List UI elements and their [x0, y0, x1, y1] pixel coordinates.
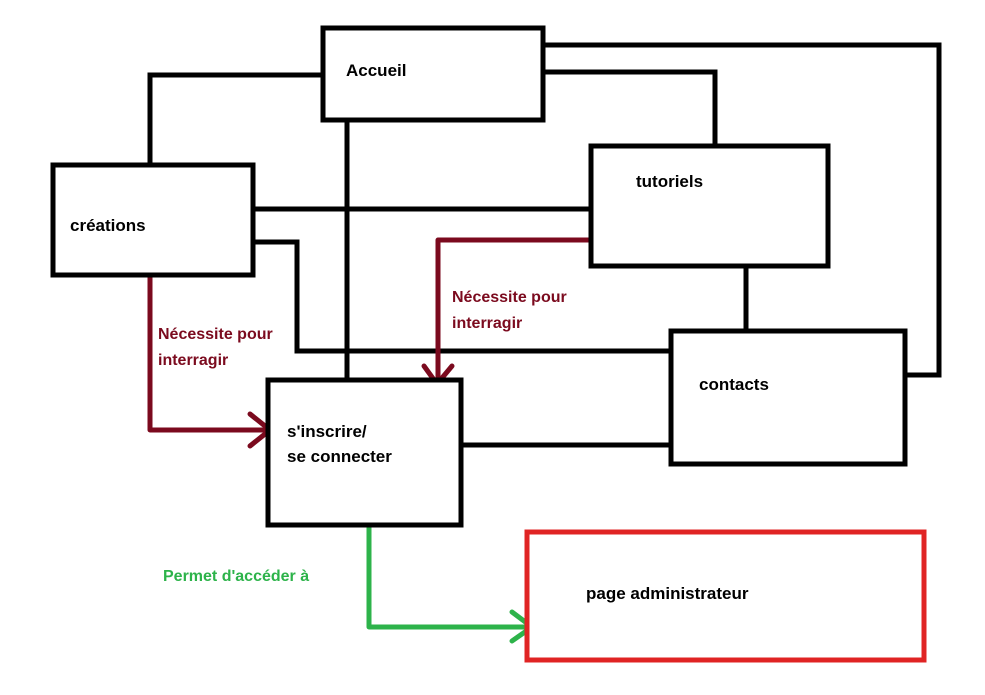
annotation-needs-interaction-left-line2: interragir	[158, 352, 228, 369]
access-arrow	[366, 522, 535, 644]
annotation-needs-interaction-right-line2: interragir	[452, 315, 522, 332]
link-creations-accueil	[147, 72, 326, 166]
link-accueil-contacts	[540, 42, 942, 378]
node-boxes	[50, 25, 927, 663]
link-accueil-tutoriels	[540, 69, 718, 149]
requirement-arrows	[147, 237, 594, 449]
label-tutoriels: tutoriels	[636, 172, 703, 191]
annotations: Nécessite pour interragir Nécessite pour…	[158, 289, 567, 585]
connector-lines	[147, 42, 942, 448]
annotation-grants-access: Permet d'accéder à	[163, 568, 309, 585]
arrow-creations-to-inscrire	[147, 274, 271, 433]
node-contacts	[668, 328, 908, 467]
node-admin	[524, 529, 927, 663]
node-labels: Accueil créations tutoriels contacts s'i…	[70, 61, 769, 603]
label-contacts: contacts	[699, 375, 769, 394]
label-creations: créations	[70, 216, 146, 235]
arrow-tutoriels-to-inscrire	[435, 237, 594, 385]
label-accueil: Accueil	[346, 61, 406, 80]
label-inscrire-line2: se connecter	[287, 447, 392, 466]
label-inscrire-line1: s'inscrire/	[287, 422, 367, 441]
node-tutoriels	[588, 143, 831, 269]
label-admin: page administrateur	[586, 584, 749, 603]
node-creations	[50, 162, 256, 278]
arrow-inscrire-to-admin	[366, 522, 535, 630]
node-accueil	[320, 25, 546, 123]
annotation-needs-interaction-right-line1: Nécessite pour	[452, 289, 567, 306]
annotation-needs-interaction-left-line1: Nécessite pour	[158, 326, 273, 343]
link-creations-contacts	[250, 239, 674, 354]
node-inscrire	[265, 377, 464, 528]
